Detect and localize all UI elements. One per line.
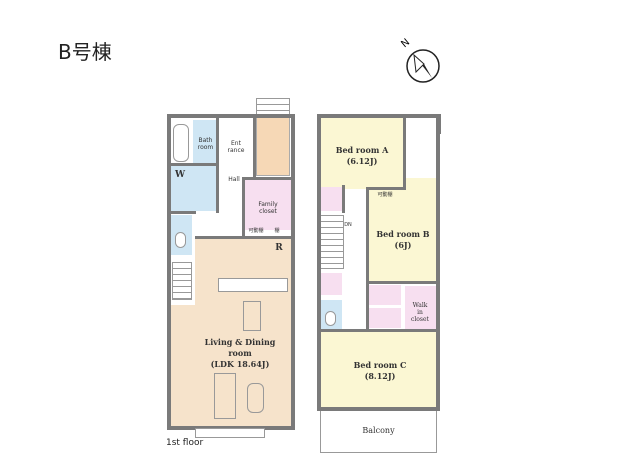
- second-floor-outer-wall: [317, 114, 440, 411]
- balcony-label: Balcony: [362, 426, 395, 435]
- page-title: B号棟: [58, 40, 112, 64]
- walk-in-closet: [405, 286, 436, 329]
- wall-closet-top: [243, 177, 291, 180]
- wall-entrance: [253, 118, 256, 178]
- movable-shelf-label: 可動棚: [248, 228, 264, 234]
- wash-room: [170, 166, 218, 211]
- family-closet-label: Family closet: [258, 201, 278, 215]
- bed-room-c-label: Bed room C (8.12J): [353, 360, 407, 381]
- first-floor-caption: 1st floor: [166, 438, 204, 448]
- bed-room-b-wall-stub: [437, 114, 441, 134]
- wall-bath-w: [170, 163, 218, 166]
- balcony: [320, 411, 437, 453]
- kitchen-counter: [218, 278, 288, 292]
- dining-table: [243, 301, 261, 331]
- wall-w-right: [216, 118, 219, 213]
- bed-room-a-label: Bed room A (6.12J): [335, 145, 389, 166]
- hall-label: Hall: [228, 176, 240, 183]
- family-closet: [245, 180, 291, 230]
- stairs-1f: [172, 262, 192, 300]
- bath-room: [193, 120, 218, 164]
- window-bottom: [195, 428, 265, 438]
- first-floor-outer-wall: [167, 114, 295, 430]
- stairs-2f: [320, 215, 344, 269]
- bed-room-b-label: Bed room B (6J): [376, 229, 430, 250]
- toilet-icon: [175, 232, 186, 248]
- toilet-2f-icon: [325, 311, 336, 326]
- sofa: [214, 373, 236, 419]
- wall-closets-top: [366, 281, 438, 284]
- refrigerator-label: R: [275, 243, 283, 253]
- bed-room-a: [320, 117, 404, 189]
- shelf-label: 棚: [274, 228, 280, 234]
- wall-bed-a-right: [403, 114, 406, 189]
- closet-b: [369, 285, 401, 305]
- wall-bed-b-left: [366, 187, 369, 332]
- wall-bed-a-bottom: [366, 187, 406, 190]
- washroom-label: W: [174, 170, 186, 180]
- bath-room-label: Bath room: [197, 137, 214, 151]
- wall-bed-c-top: [320, 329, 438, 332]
- entrance-label: Ent rance: [227, 140, 245, 154]
- bathtub: [173, 124, 189, 162]
- movable-shelf-2f-label: 可動棚: [377, 192, 393, 198]
- walk-in-closet-label: Walk in closet: [411, 302, 429, 323]
- wall-core-right: [342, 185, 345, 213]
- coffee-table: [247, 383, 264, 413]
- bed-room-c: [320, 330, 438, 408]
- closet-2f-2: [320, 273, 342, 295]
- wall-toilet: [170, 211, 196, 214]
- wall-closet-left: [242, 177, 245, 237]
- north-arrow-icon: N: [399, 37, 442, 84]
- ldk-label: Living & Dining room (LDK 18.64J): [204, 337, 276, 369]
- closet-c: [369, 308, 401, 328]
- down-label: DN: [344, 222, 352, 228]
- ldk-area: [195, 238, 291, 428]
- wall-ldk-top: [195, 236, 291, 239]
- closet-2f-1: [320, 187, 342, 211]
- ldk-area-left: [170, 305, 200, 428]
- bed-room-b: [368, 178, 438, 281]
